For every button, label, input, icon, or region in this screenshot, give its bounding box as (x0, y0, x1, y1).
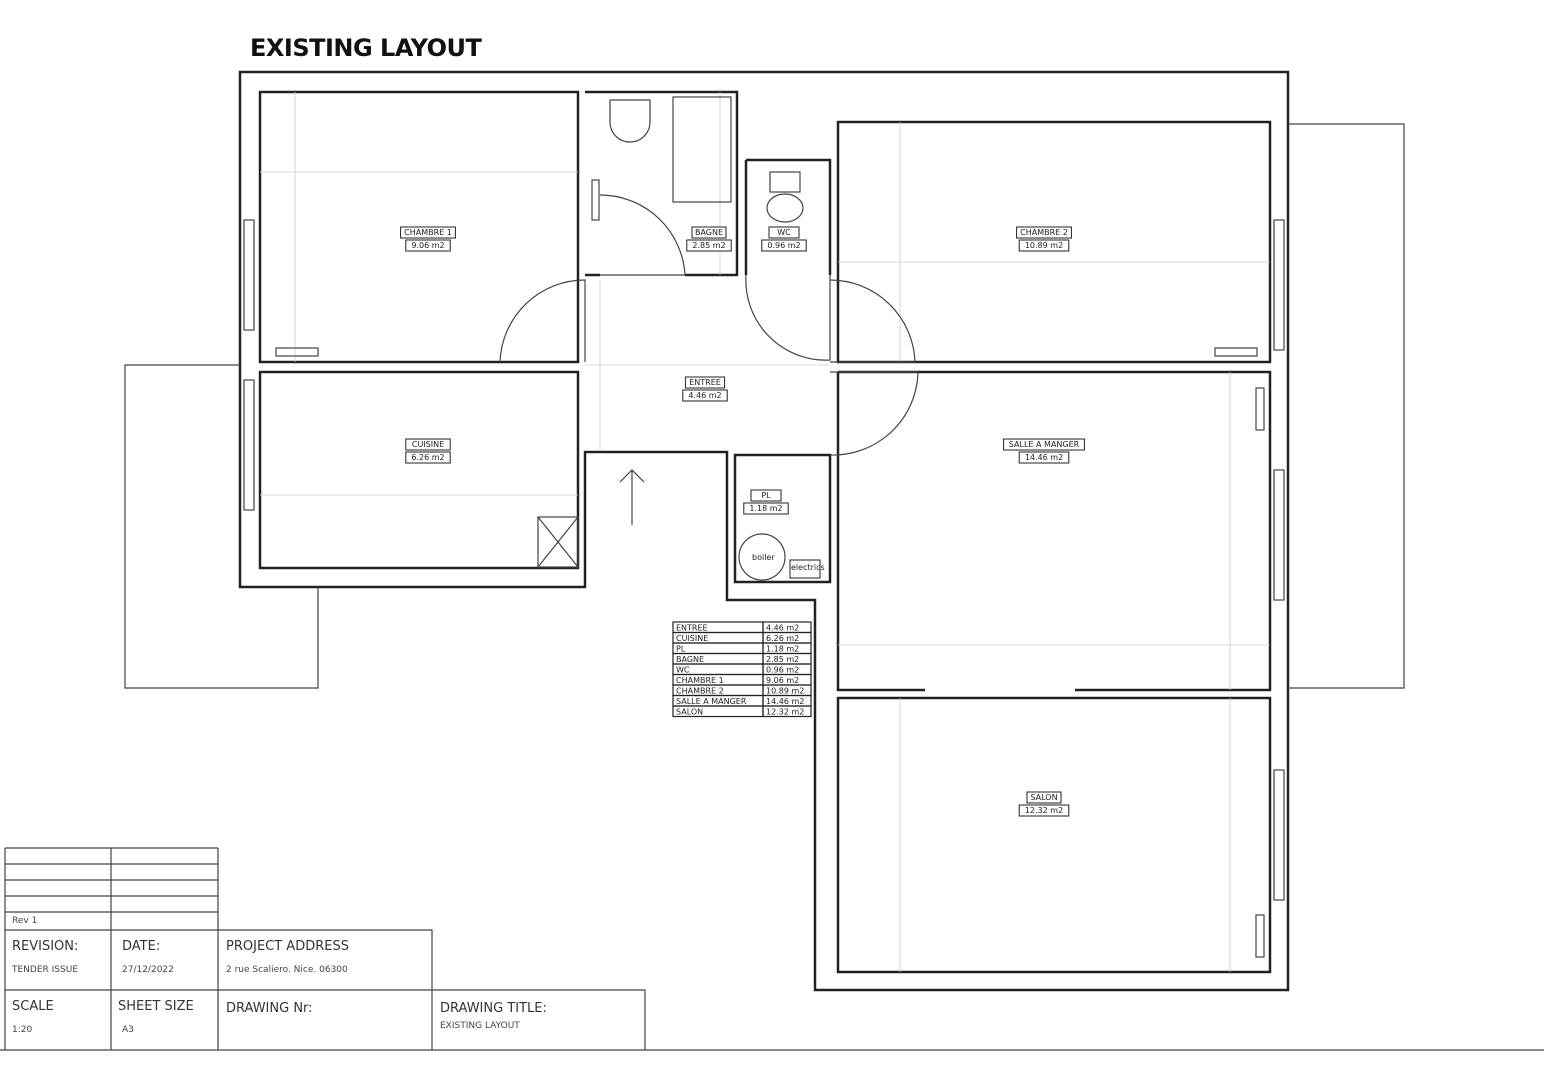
room-walls (258, 90, 1272, 974)
area-room-name: CHAMBRE 2 (676, 687, 724, 696)
svg-text:Rev 1: Rev 1 (12, 916, 37, 926)
area-room-name: SALON (676, 708, 703, 717)
area-room-name: WC (676, 666, 690, 675)
room-area: 14.46 m2 (1025, 453, 1063, 462)
room-area: 4.46 m2 (688, 391, 721, 400)
room-area: 6.26 m2 (411, 453, 444, 462)
area-value: 4.46 m2 (766, 624, 799, 633)
room-area: 12.32 m2 (1025, 806, 1063, 815)
svg-text:EXISTING LAYOUT: EXISTING LAYOUT (440, 1021, 520, 1031)
svg-text:27/12/2022: 27/12/2022 (122, 965, 174, 975)
electrics-label: electrics (791, 563, 825, 572)
room-area: 10.89 m2 (1025, 241, 1063, 250)
title-block: Rev 1 REVISION: TENDER ISSUE DATE: 27/12… (0, 847, 1544, 1051)
area-value: 10.89 m2 (766, 687, 804, 696)
room-name: BAGNE (695, 228, 723, 237)
area-value: 1.18 m2 (766, 645, 799, 654)
balcony-left (124, 364, 319, 689)
svg-text:REVISION:: REVISION: (12, 939, 78, 954)
entry-arrow-icon (619, 469, 645, 525)
area-room-name: BAGNE (676, 655, 704, 664)
svg-text:PROJECT ADDRESS: PROJECT ADDRESS (226, 939, 349, 954)
svg-text:TENDER ISSUE: TENDER ISSUE (11, 965, 78, 975)
area-room-name: CUISINE (676, 634, 708, 643)
svg-text:2 rue Scaliero. Nice. 06300: 2 rue Scaliero. Nice. 06300 (226, 965, 348, 975)
windows (243, 219, 1285, 958)
svg-text:A3: A3 (122, 1025, 134, 1035)
area-value: 9.06 m2 (766, 676, 799, 685)
area-value: 6.26 m2 (766, 634, 799, 643)
room-name: SALLE A MANGER (1009, 440, 1080, 449)
room-area: 9.06 m2 (411, 241, 444, 250)
area-schedule-table: ENTREE 4.46 m2 CUISINE 6.26 m2 PL 1.18 m2 BAGN… (672, 621, 812, 718)
area-room-name: ENTREE (676, 624, 708, 633)
outer-wall (238, 70, 1290, 992)
area-room-name: CHAMBRE 1 (676, 676, 724, 685)
room-area: 0.96 m2 (767, 241, 800, 250)
drawing-title: EXISTING LAYOUT (250, 34, 482, 62)
area-value: 2.85 m2 (766, 655, 799, 664)
boiler-label: boiler (752, 553, 775, 562)
room-name: CHAMBRE 1 (404, 228, 452, 237)
room-name: CUISINE (412, 440, 444, 449)
area-room-name: SALLE A MANGER (676, 697, 747, 706)
room-name: WC (777, 228, 791, 237)
doors[interactable] (499, 194, 919, 456)
svg-text:SCALE: SCALE (12, 999, 54, 1014)
room-area: 2.85 m2 (692, 241, 725, 250)
svg-text:DRAWING Nr:: DRAWING Nr: (226, 1001, 313, 1016)
dimension-lines (260, 92, 1270, 972)
room-name: PL (761, 491, 771, 500)
area-value: 0.96 m2 (766, 666, 799, 675)
balcony-right (1288, 123, 1405, 689)
area-room-name: PL (676, 645, 686, 654)
svg-text:1:20: 1:20 (12, 1025, 32, 1035)
svg-text:DRAWING TITLE:: DRAWING TITLE: (440, 1001, 547, 1016)
room-name: CHAMBRE 2 (1020, 228, 1068, 237)
room-labels: CHAMBRE 1 9.06 m2 BAGNE 2.85 m2 WC 0.96 m2 CHA… (400, 226, 1085, 817)
fixtures (591, 96, 821, 581)
svg-text:DATE:: DATE: (122, 939, 160, 954)
room-name: SALON (1030, 793, 1057, 802)
svg-text:SHEET SIZE: SHEET SIZE (118, 999, 194, 1014)
room-area: 1.18 m2 (749, 504, 782, 513)
area-value: 14.46 m2 (766, 697, 804, 706)
room-name: ENTREE (689, 378, 721, 387)
area-value: 12.32 m2 (766, 708, 804, 717)
